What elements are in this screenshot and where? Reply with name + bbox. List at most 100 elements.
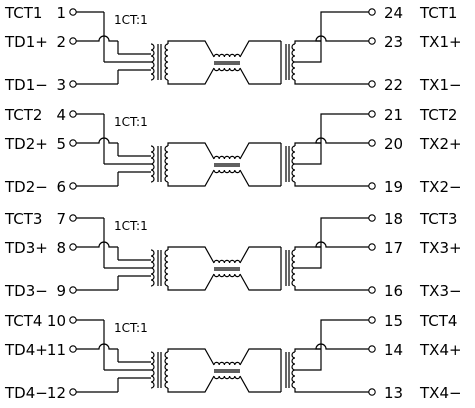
- pin-number-right: 23: [384, 33, 403, 51]
- pin-number-left: 7: [56, 210, 66, 228]
- pin-terminal: [368, 110, 376, 118]
- wire: [294, 80, 369, 85]
- wire: [76, 35, 118, 42]
- pin-name-right: TX4−: [419, 384, 462, 402]
- pin-name-left: TD4+: [4, 341, 48, 359]
- pin-name-right: TX1+: [419, 33, 462, 51]
- pin-name-right: TCT4: [419, 312, 457, 330]
- pin-number-left: 6: [56, 178, 66, 196]
- pin-terminal: [368, 139, 376, 147]
- pin-terminal: [69, 80, 77, 88]
- pin-name-left: TCT3: [4, 210, 42, 228]
- pin-name-right: TX2+: [419, 135, 462, 153]
- choke-winding: [213, 155, 241, 160]
- pin-terminal: [368, 316, 376, 324]
- pin-terminal: [368, 182, 376, 190]
- pin-number-right: 15: [384, 312, 403, 330]
- turns-ratio-label: 1CT:1: [114, 13, 148, 27]
- wire: [295, 11, 369, 63]
- pin-name-left: TCT4: [4, 312, 42, 330]
- wire: [239, 40, 281, 58]
- pin-terminal: [368, 345, 376, 353]
- pin-number-left: 1: [56, 4, 66, 22]
- secondary-winding: [164, 249, 169, 287]
- pin-terminal: [368, 243, 376, 251]
- wire: [294, 286, 369, 291]
- wire: [239, 67, 281, 85]
- wire: [76, 241, 118, 248]
- wire: [167, 273, 215, 291]
- wire: [315, 343, 369, 350]
- pin-name-right: TX3+: [419, 239, 462, 257]
- pin-number-right: 20: [384, 135, 403, 153]
- choke-winding: [213, 259, 241, 264]
- pin-terminal: [69, 286, 77, 294]
- pin-number-left: 11: [47, 341, 66, 359]
- wire: [167, 67, 215, 85]
- pin-name-right: TX4+: [419, 341, 462, 359]
- pin-name-left: TD1−: [4, 76, 48, 94]
- secondary-winding: [164, 351, 169, 389]
- pin-name-right: TX3−: [419, 282, 462, 300]
- wire: [76, 137, 118, 144]
- secondary-winding: [164, 145, 169, 183]
- choke-winding: [213, 67, 241, 72]
- choke-winding: [213, 53, 241, 58]
- wire: [315, 241, 369, 248]
- pin-name-right: TCT2: [419, 106, 457, 124]
- turns-ratio-label: 1CT:1: [114, 115, 148, 129]
- wire: [167, 348, 215, 366]
- wire: [294, 388, 369, 393]
- choke-winding: [213, 375, 241, 380]
- wire: [167, 375, 215, 393]
- wire: [167, 142, 215, 160]
- pin-name-right: TCT3: [419, 210, 457, 228]
- pin-number-right: 22: [384, 76, 403, 94]
- pin-number-left: 5: [56, 135, 66, 153]
- wire: [239, 348, 281, 366]
- turns-ratio-label: 1CT:1: [114, 219, 148, 233]
- pin-terminal: [69, 139, 77, 147]
- pin-terminal: [368, 214, 376, 222]
- pin-number-right: 17: [384, 239, 403, 257]
- secondary-winding: [164, 43, 169, 81]
- wire: [295, 113, 369, 165]
- primary-winding: [150, 43, 155, 81]
- pin-number-left: 8: [56, 239, 66, 257]
- wire: [167, 40, 215, 58]
- pin-name-right: TX1−: [419, 76, 462, 94]
- wire: [294, 348, 321, 352]
- wire: [315, 137, 369, 144]
- wire: [239, 142, 281, 160]
- pin-number-right: 19: [384, 178, 403, 196]
- choke-winding: [213, 273, 241, 278]
- pin-number-right: 16: [384, 282, 403, 300]
- pin-number-left: 10: [47, 312, 66, 330]
- wire: [239, 375, 281, 393]
- pin-number-right: 13: [384, 384, 403, 402]
- output-winding: [291, 145, 296, 183]
- pin-number-right: 21: [384, 106, 403, 124]
- wire: [294, 246, 321, 250]
- pin-name-left: TCT1: [4, 4, 42, 22]
- wire: [167, 169, 215, 187]
- choke-winding: [213, 169, 241, 174]
- pin-terminal: [368, 37, 376, 45]
- pin-number-right: 18: [384, 210, 403, 228]
- pin-terminal: [69, 182, 77, 190]
- pin-terminal: [368, 8, 376, 16]
- pin-terminal: [368, 80, 376, 88]
- output-winding: [291, 249, 296, 287]
- wire: [294, 142, 321, 146]
- wire: [239, 169, 281, 187]
- wire: [167, 246, 215, 264]
- choke-winding: [213, 361, 241, 366]
- pin-number-left: 4: [56, 106, 66, 124]
- pin-terminal: [69, 243, 77, 251]
- pin-number-left: 3: [56, 76, 66, 94]
- pin-number-left: 9: [56, 282, 66, 300]
